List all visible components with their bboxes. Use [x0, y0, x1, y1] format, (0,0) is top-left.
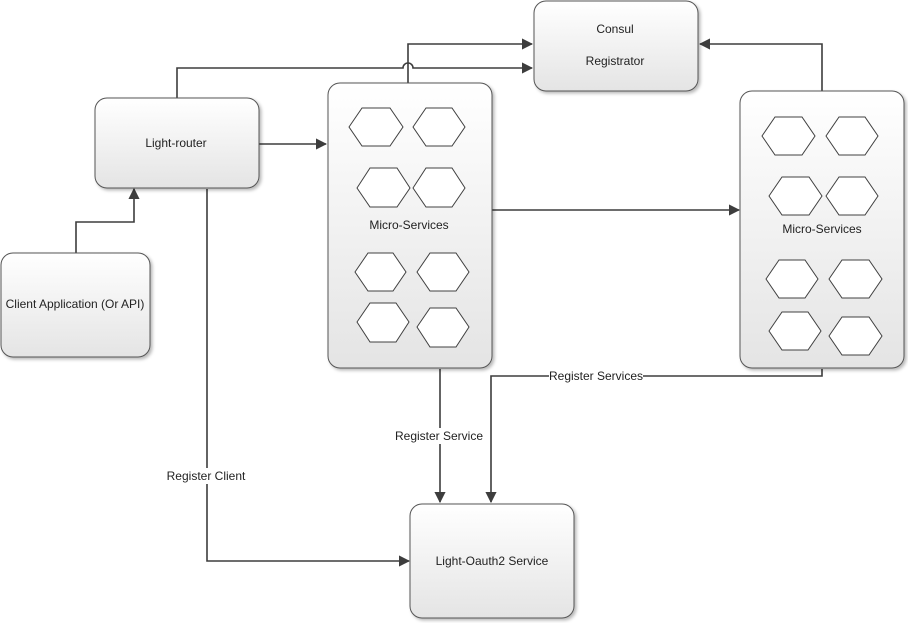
edge-client-to-router — [75, 187, 140, 253]
service-hexagon — [768, 311, 822, 351]
service-hexagon — [828, 316, 883, 356]
service-hexagon — [416, 252, 470, 292]
consul-label: Consul — [596, 22, 633, 36]
service-instances-a — [348, 107, 470, 348]
light-oauth2-service-node: Light-Oauth2 Service — [409, 503, 575, 619]
service-hexagon — [416, 307, 470, 348]
edge-labels: Register Service Register Services Regis… — [164, 368, 643, 484]
label-register-services: Register Services — [549, 369, 643, 383]
label-register-service: Register Service — [395, 429, 483, 443]
service-instances-b — [761, 116, 883, 356]
label-register-client: Register Client — [167, 469, 246, 483]
service-hexagon — [825, 116, 879, 156]
micro-services-a-node: Micro-Services — [327, 82, 493, 369]
consul-registrator-node: Consul Registrator — [533, 0, 699, 92]
service-hexagon — [825, 176, 879, 216]
service-hexagon — [348, 107, 404, 147]
edge-microservices-a-to-consul — [407, 38, 534, 83]
service-hexagon — [828, 259, 883, 299]
service-hexagon — [412, 107, 466, 147]
client-application-label: Client Application (Or API) — [6, 297, 145, 311]
service-hexagon — [354, 252, 407, 292]
light-oauth2-service-label: Light-Oauth2 Service — [436, 554, 549, 568]
service-hexagon — [356, 167, 411, 208]
light-router-label: Light-router — [145, 136, 206, 150]
registrator-label: Registrator — [586, 54, 645, 68]
service-hexagon — [412, 167, 466, 208]
edge-router-to-consul — [176, 62, 534, 98]
micro-services-a-label: Micro-Services — [369, 218, 448, 232]
edges — [75, 38, 823, 567]
micro-services-b-node: Micro-Services — [739, 90, 905, 369]
service-hexagon — [761, 116, 816, 156]
edge-microservices-b-to-consul — [698, 38, 823, 91]
micro-services-b-label: Micro-Services — [782, 222, 861, 236]
client-application-node: Client Application (Or API) — [0, 252, 151, 358]
service-hexagon — [768, 176, 823, 216]
light-router-node: Light-router — [94, 97, 260, 189]
edge-register-client — [206, 189, 411, 567]
service-hexagon — [356, 302, 410, 343]
edge-register-services — [485, 369, 823, 504]
service-hexagon — [765, 259, 819, 299]
